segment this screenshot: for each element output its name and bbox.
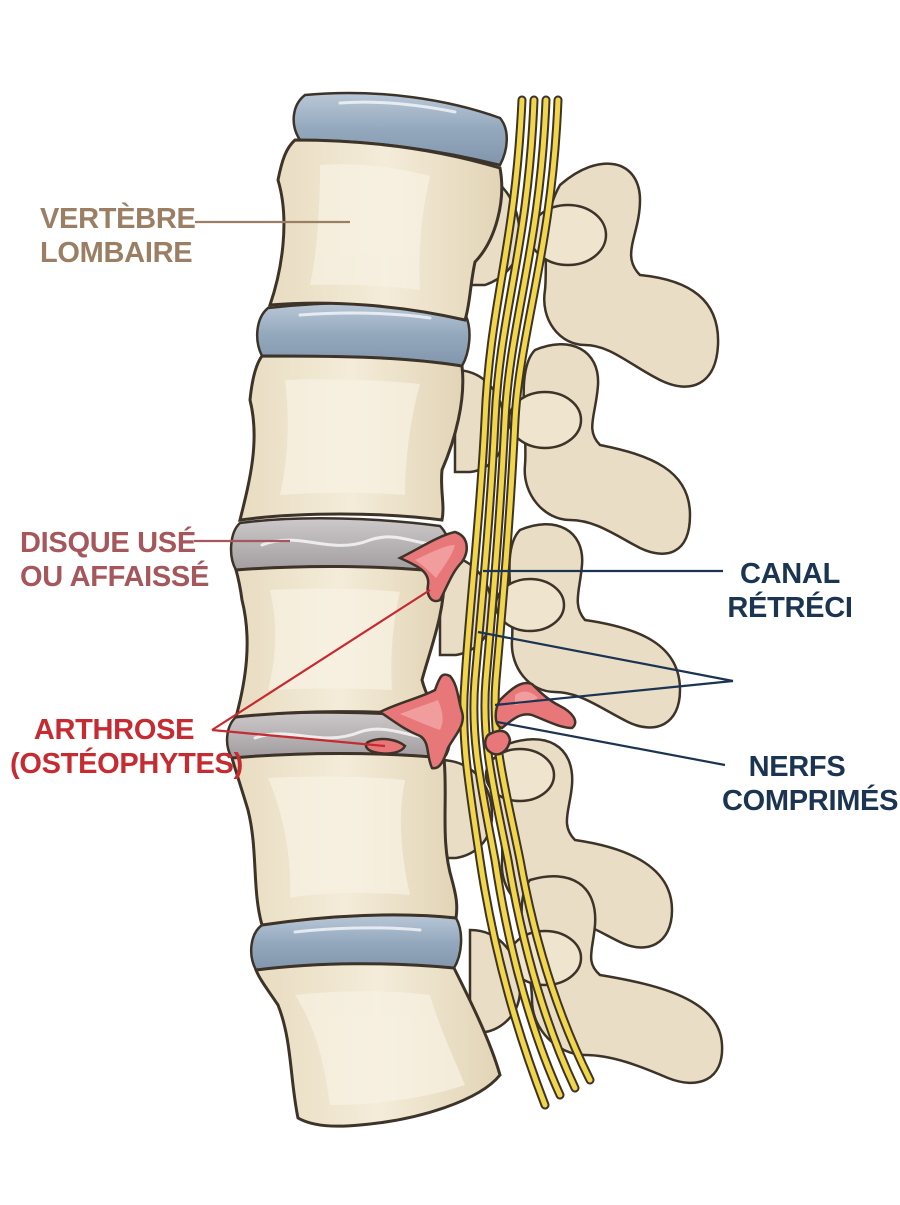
canal-label: CANAL RÉTRÉCI bbox=[727, 558, 853, 624]
nerve-bundle bbox=[459, 95, 595, 1110]
osteophyte-4 bbox=[494, 681, 577, 730]
arthrosis-leader-1 bbox=[211, 589, 431, 731]
nerves-leader-2 bbox=[494, 679, 734, 707]
nerves-leader-3 bbox=[496, 720, 726, 767]
spinous-process-3 bbox=[508, 522, 682, 729]
arthrosis-leader-2 bbox=[211, 728, 386, 748]
nerves-leader-1 bbox=[477, 630, 734, 683]
disc-label: DISQUE USÉ OU AFFAISSÉ bbox=[20, 527, 209, 593]
leader-lines bbox=[194, 220, 734, 767]
vertebra-label: VERTÈBRE LOMBAIRE bbox=[40, 203, 196, 269]
arthrosis-label: ARTHROSE (OSTÉOPHYTES) bbox=[10, 714, 243, 780]
nerves-label: NERFS COMPRIMÉS bbox=[722, 751, 899, 817]
osteophyte-3 bbox=[364, 737, 407, 755]
osteophyte-5 bbox=[484, 729, 512, 756]
